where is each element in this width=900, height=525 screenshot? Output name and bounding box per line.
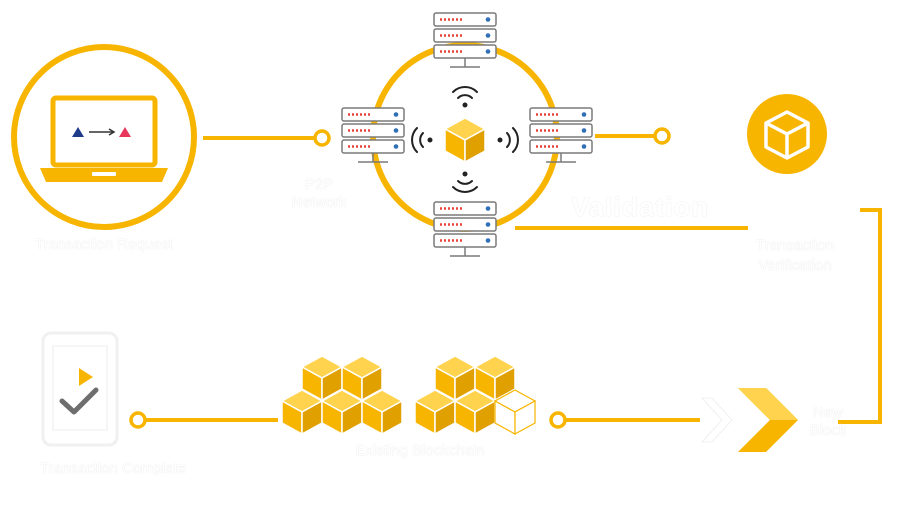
connector-node <box>549 411 567 429</box>
server-icon <box>432 11 498 69</box>
checkmark-icon <box>691 119 729 157</box>
label-existing-blockchain: Existing Blockchain <box>355 442 485 459</box>
chevron-right-icon <box>700 388 798 452</box>
laptop-icon <box>11 44 197 230</box>
connector-node <box>313 129 331 147</box>
blockchain-cubes <box>281 355 536 435</box>
block-cube-icon <box>444 117 486 163</box>
wifi-signal-icon <box>452 86 478 108</box>
label-new-block: New Block <box>809 404 847 439</box>
label-transaction-request: Transaction Request <box>35 236 173 253</box>
checkmark-icon <box>766 191 804 229</box>
checkmark-icon <box>841 119 879 157</box>
label-p2p-network: P2P Network <box>291 176 347 211</box>
checkmark-icon <box>59 387 99 415</box>
play-icon <box>79 368 93 386</box>
checkmark-icon <box>766 41 804 79</box>
wifi-signal-icon <box>497 127 519 153</box>
server-icon <box>340 106 406 164</box>
connector-node <box>129 411 147 429</box>
connector-verification-to-new-block <box>838 208 882 424</box>
label-transaction-verification: Transaction Verification <box>756 237 834 274</box>
triangle-pink-icon <box>119 127 131 137</box>
phone-icon <box>41 331 119 447</box>
wifi-signal-icon <box>452 171 478 193</box>
triangle-blue-icon <box>72 127 84 137</box>
wifi-signal-icon <box>411 127 433 153</box>
label-transaction-complete: Transaction Complete <box>39 460 187 477</box>
label-validation: Validation <box>571 192 709 222</box>
connector-node <box>653 127 671 145</box>
server-icon <box>528 106 594 164</box>
server-icon <box>432 200 498 258</box>
block-cube-icon <box>764 110 810 160</box>
